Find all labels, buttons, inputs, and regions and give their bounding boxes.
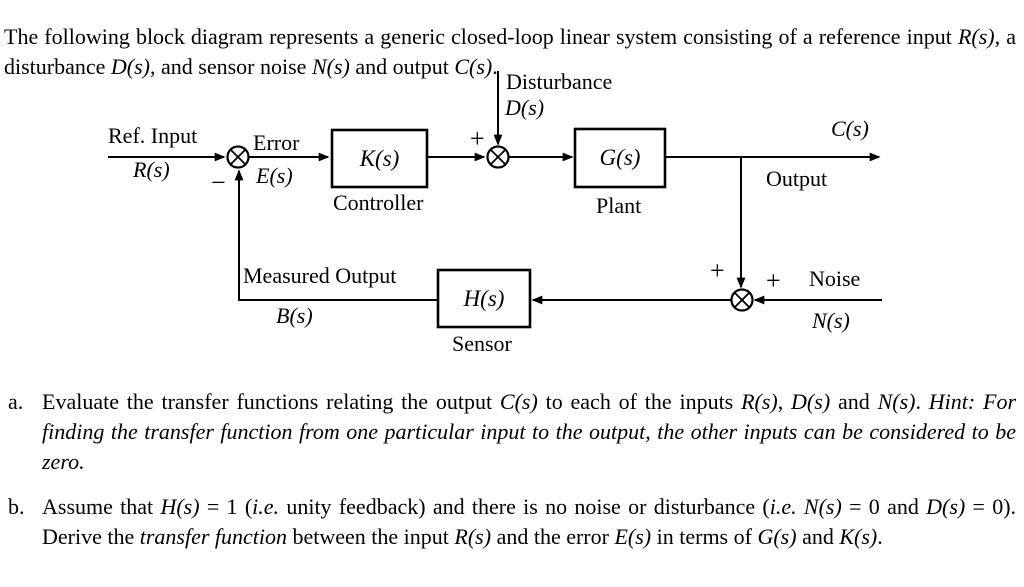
noise-var: N(s) <box>812 308 850 333</box>
minus-sign-feedback: − <box>211 168 226 197</box>
text-run: , a disturbance <box>4 24 1016 79</box>
intro-paragraph: The following block diagram represents a… <box>4 22 1016 81</box>
text-run: Assume that <box>42 494 161 519</box>
question-a: a. Evaluate the transfer functions relat… <box>8 387 1016 477</box>
feedback-line <box>234 169 438 301</box>
math-var: i.e. <box>252 494 280 519</box>
math-var: E(s) <box>614 524 652 549</box>
text-run: , and sensor noise <box>150 53 312 79</box>
text-run: unity feedback) and there is no noise or… <box>279 494 770 519</box>
math-var: D(s) <box>926 494 966 519</box>
question-a-label: a. <box>8 389 24 414</box>
text-run: and <box>830 389 878 414</box>
plus-sign-feedback-tap: + <box>710 256 725 285</box>
math-var: K(s) <box>839 524 878 549</box>
plant-box <box>573 127 667 189</box>
error-label: Error <box>253 130 300 155</box>
math-var: H(s) <box>160 494 200 519</box>
math-var: R(s) <box>454 524 492 549</box>
math-var: C(s) <box>499 389 538 414</box>
math-var: N(s) <box>877 389 916 414</box>
math-var: G(s) <box>757 524 797 549</box>
diagram-canvas <box>108 71 882 329</box>
text-run: = 0). Derive the <box>42 494 1017 549</box>
text-run: = 1 ( <box>199 494 253 519</box>
question-b-text: Assume that H(s) = 1 (i.e. unity feedbac… <box>42 492 1016 552</box>
text-run: between the input <box>287 524 455 549</box>
summing-junction-noise <box>730 288 754 312</box>
plant-var: G(s) <box>599 145 641 170</box>
output-label: Output <box>766 166 828 191</box>
plus-sign-noise: + <box>766 266 781 295</box>
disturbance-label: Disturbance <box>506 69 613 94</box>
text-run: . <box>492 53 498 79</box>
question-b-label: b. <box>8 494 25 519</box>
summing-junction-error <box>226 145 250 169</box>
question-b: b. Assume that H(s) = 1 (i.e. unity feed… <box>8 492 1016 552</box>
math-var: N(s) <box>803 494 842 519</box>
math-var: i.e. <box>769 494 797 519</box>
plus-sign-disturbance: + <box>470 124 485 153</box>
text-run: . <box>915 389 929 414</box>
text-run: in terms of <box>651 524 758 549</box>
text-run <box>797 494 804 519</box>
controller-box <box>330 128 429 189</box>
sensor-var: H(s) <box>463 285 505 311</box>
block-diagram: Ref. Input R(s) − Error E(s) K(s) Contro… <box>108 69 882 356</box>
emphasis-text: transfer function <box>139 524 288 549</box>
noise-label: Noise <box>809 266 861 291</box>
ref-input-var: R(s) <box>133 157 170 182</box>
text-run: and output <box>349 53 455 79</box>
hint-text: Hint: For finding the transfer function … <box>42 389 1017 474</box>
summing-junction-disturbance <box>486 145 510 169</box>
text-run: and the error <box>491 524 615 549</box>
text-run: to each of the inputs <box>537 389 742 414</box>
sensor-box <box>436 268 532 329</box>
math-var: R(s) <box>741 389 778 414</box>
question-a-text: Evaluate the transfer functions relating… <box>42 387 1016 477</box>
math-var: D(s) <box>791 389 831 414</box>
controller-label: Controller <box>333 190 424 215</box>
error-var: E(s) <box>256 163 293 188</box>
output-var: C(s) <box>831 116 869 141</box>
math-var: R(s) <box>957 24 995 49</box>
sensor-label: Sensor <box>452 331 512 356</box>
text-run: The following block diagram represents a… <box>4 24 958 49</box>
measured-output-label: Measured Output <box>243 263 397 288</box>
plant-label: Plant <box>596 193 642 218</box>
measured-output-var: B(s) <box>276 303 313 328</box>
math-var: N(s) <box>311 53 350 79</box>
text-run: = 0 and <box>841 494 927 519</box>
text-run: Evaluate the transfer functions relating… <box>42 389 500 414</box>
disturbance-var: D(s) <box>505 95 545 120</box>
math-var: C(s) <box>454 53 493 79</box>
text-run: . <box>877 524 883 549</box>
ref-input-label: Ref. Input <box>108 123 198 148</box>
text-run: and <box>796 524 840 549</box>
math-var: D(s) <box>110 53 151 79</box>
text-run: , <box>777 389 792 414</box>
controller-var: K(s) <box>359 145 400 171</box>
